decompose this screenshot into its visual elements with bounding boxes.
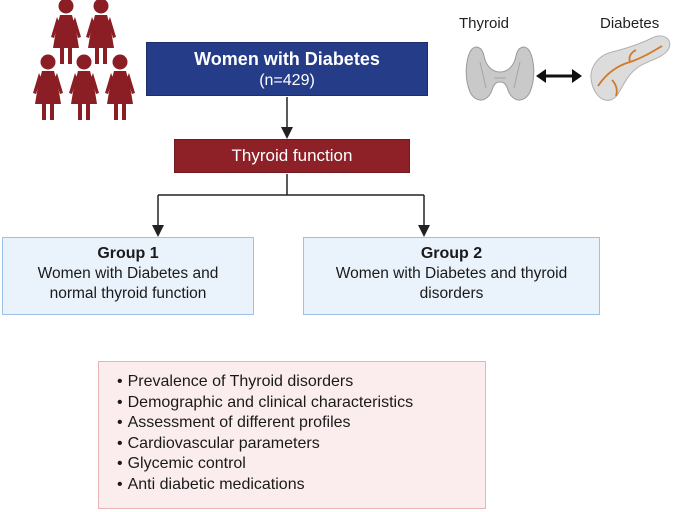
woman-figure (69, 54, 99, 120)
outcome-item: Glycemic control (117, 454, 485, 475)
woman-figure (51, 0, 81, 64)
group-2-title: Group 2 (420, 245, 483, 262)
group-1-line2: normal thyroid function (49, 285, 207, 302)
flow-connectors (152, 97, 430, 237)
group-1-title: Group 1 (97, 245, 159, 262)
assessment-box: Thyroid function (174, 139, 410, 173)
woman-figure (33, 54, 63, 120)
outcome-item: Cardiovascular parameters (117, 434, 485, 455)
group-1-box: Group 1 Women with Diabetes and normal t… (2, 237, 254, 315)
women-group-icon (33, 0, 135, 120)
diabetes-label: Diabetes (600, 15, 660, 32)
outcomes-list: Prevalence of Thyroid disorders Demograp… (117, 372, 485, 495)
outcome-item: Assessment of different profiles (117, 413, 485, 434)
group-2-line1: Women with Diabetes and thyroid (335, 265, 568, 282)
woman-figure (105, 54, 135, 120)
group-2-line2: disorders (419, 285, 484, 302)
thyroid-gland-icon (465, 46, 535, 101)
group-1-line1: Women with Diabetes and (37, 265, 219, 282)
cohort-title: Women with Diabetes (194, 49, 380, 69)
cohort-count: (n=429) (259, 72, 315, 89)
pancreas-icon (590, 35, 671, 101)
double-arrow-icon (536, 69, 582, 83)
woman-figure (86, 0, 116, 64)
group-2-box: Group 2 Women with Diabetes and thyroid … (303, 237, 600, 315)
thyroid-label: Thyroid (459, 15, 510, 32)
outcome-item: Anti diabetic medications (117, 475, 485, 496)
outcome-item: Demographic and clinical characteristics (117, 393, 485, 414)
outcomes-box: Prevalence of Thyroid disorders Demograp… (98, 361, 486, 509)
cohort-box: Women with Diabetes (n=429) (146, 42, 428, 96)
outcome-item: Prevalence of Thyroid disorders (117, 372, 485, 393)
